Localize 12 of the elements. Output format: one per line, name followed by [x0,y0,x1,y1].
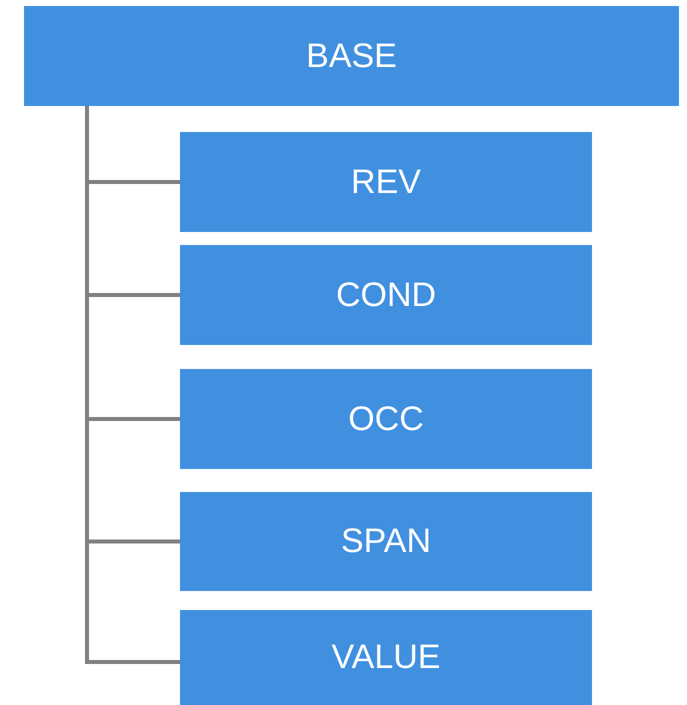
process-box [24,6,679,106]
box-label: VALUE [332,638,440,677]
process-box [180,245,592,345]
box-label: OCC [348,400,424,438]
box-label: SPAN [340,522,432,561]
box-label: COND [336,276,436,314]
process-box [180,492,592,591]
process-box [180,369,592,469]
box-label: BASE [306,36,397,76]
box-label: REV [351,162,421,202]
process-box [180,132,592,232]
process-box [180,610,592,705]
